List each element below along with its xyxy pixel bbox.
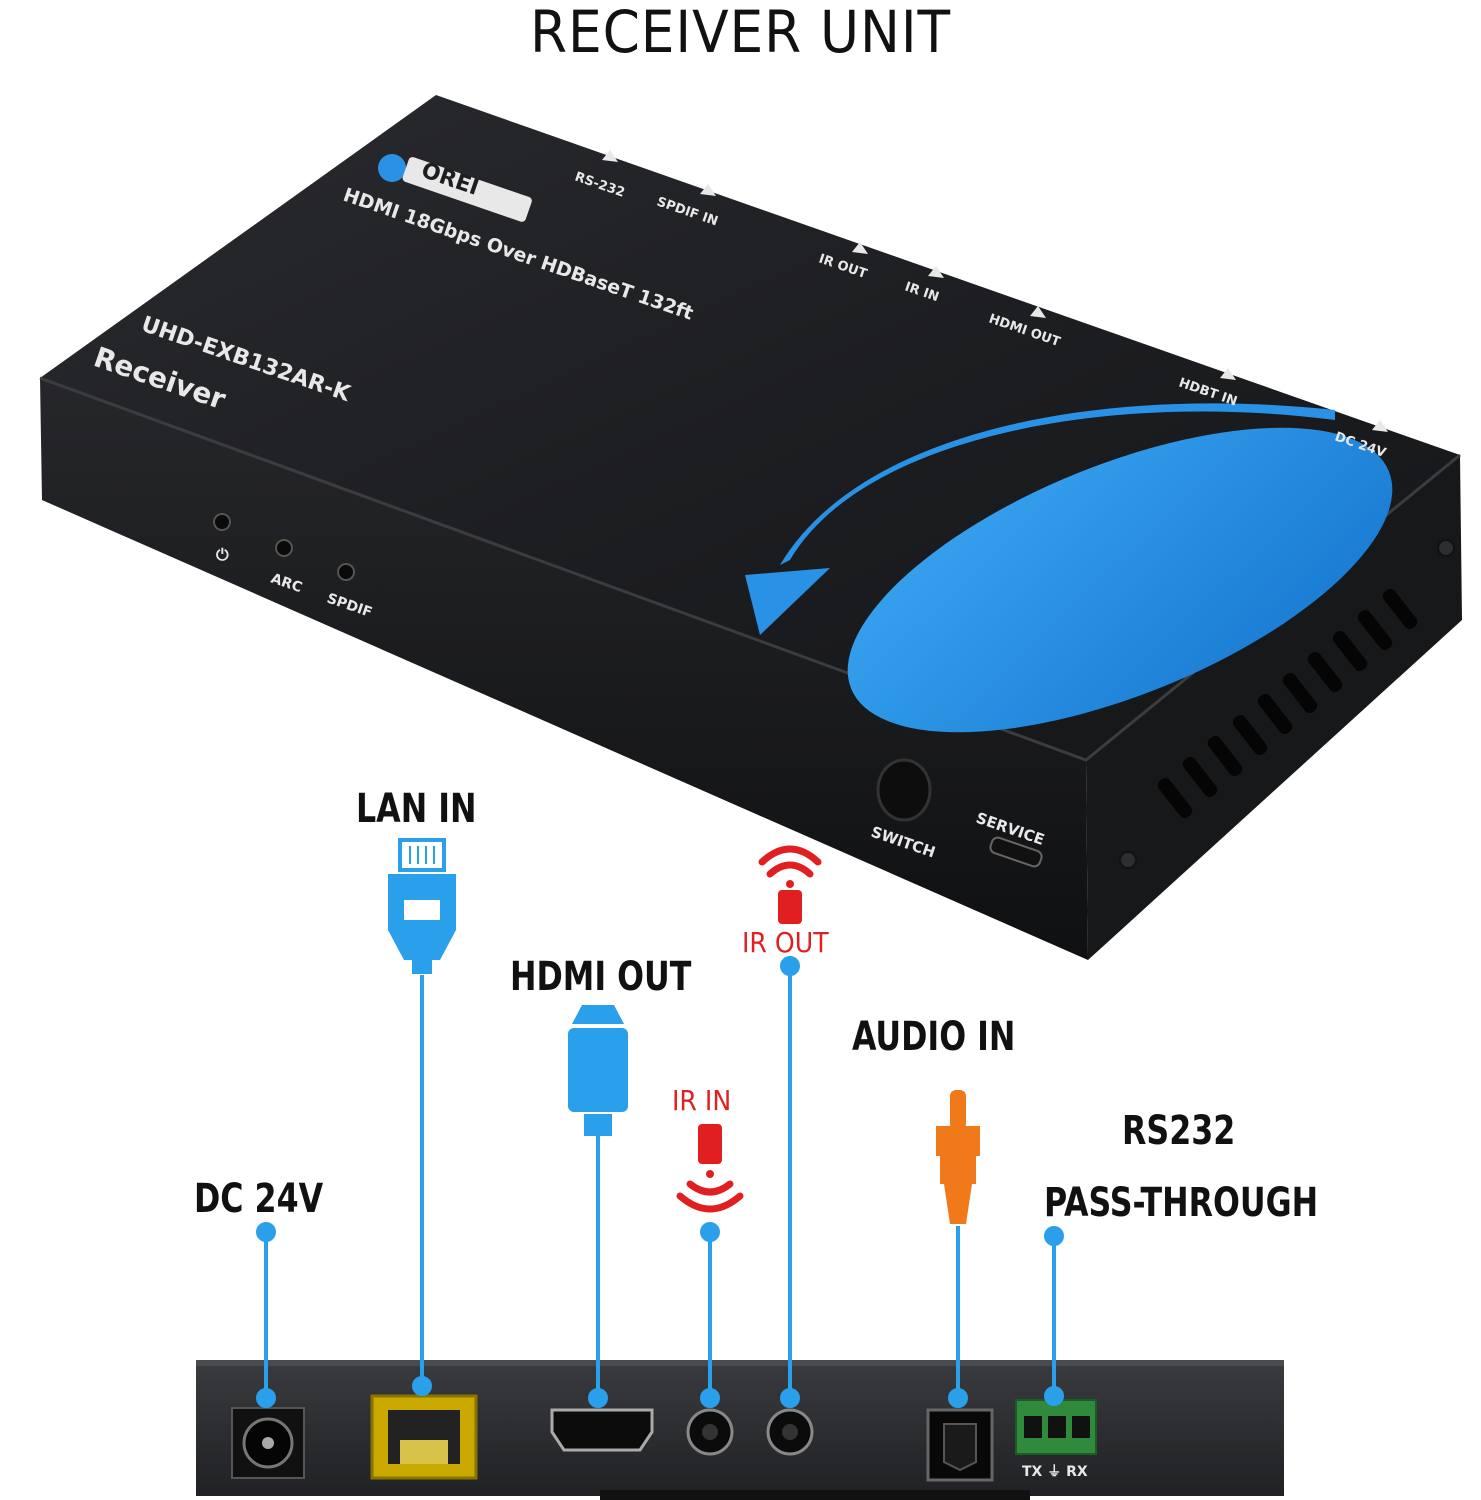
page-title: RECEIVER UNIT <box>529 0 952 66</box>
callout-dc-24v: DC 24V <box>194 1176 324 1222</box>
vent-slots <box>1157 588 1418 819</box>
callout-ir-in: IR IN <box>672 1084 732 1117</box>
lan-connector-icon <box>388 838 456 974</box>
callout-hdmi-out: HDMI OUT <box>510 954 692 1000</box>
hdmi-port <box>550 1408 654 1452</box>
callout-ir-out: IR OUT <box>742 926 829 959</box>
ir-out-emitter-icon <box>758 845 822 924</box>
screw <box>1437 539 1455 557</box>
device-front-face <box>40 378 1088 960</box>
callout-lan-in: LAN IN <box>356 786 477 832</box>
receiver-device: OREI HDMI 18Gbps Over HDBaseT 132ft UHD-… <box>39 95 1462 960</box>
svg-text:⏻: ⏻ <box>216 545 229 564</box>
blue-ellipse-graphic <box>847 427 1393 733</box>
hdmi-connector-icon <box>568 1005 628 1136</box>
callout-audio-in: AUDIO IN <box>852 1014 1016 1060</box>
screw <box>1119 851 1137 869</box>
callout-rs232: RS232 <box>1122 1108 1236 1154</box>
terminal-label: TX ⏚ RX <box>1022 1464 1088 1480</box>
callout-lines <box>256 956 1064 1408</box>
rear-panel: TX ⏚ RX <box>196 1360 1284 1500</box>
callout-rs232-passthrough: PASS-THROUGH <box>1044 1180 1319 1226</box>
blue-arrow-head <box>745 568 830 635</box>
ir-in-receiver-icon <box>676 1124 744 1213</box>
audio-connector-icon <box>936 1090 980 1224</box>
